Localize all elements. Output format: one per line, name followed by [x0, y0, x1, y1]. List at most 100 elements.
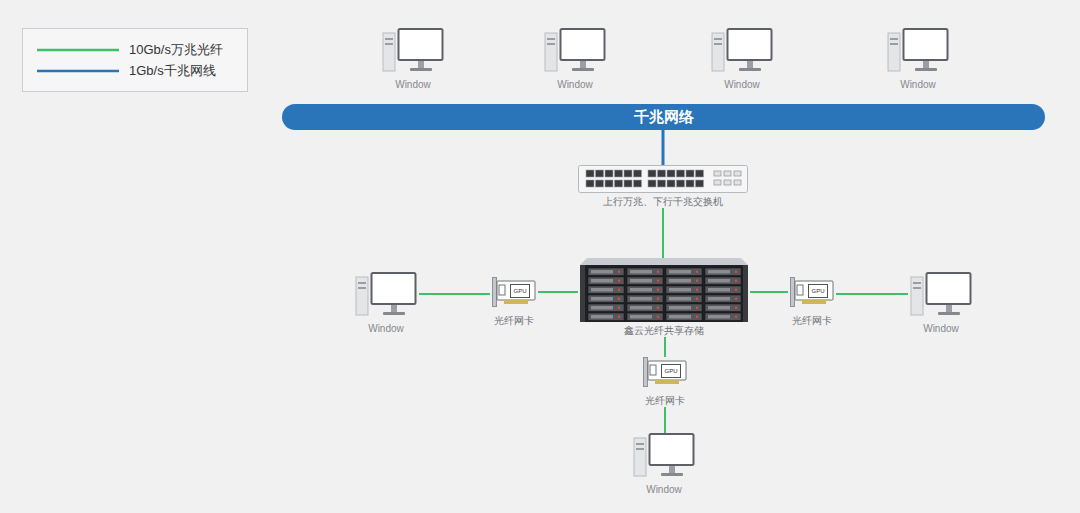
monitor-base: [572, 68, 594, 71]
pc-drive: [547, 38, 555, 40]
drive-bay: [588, 313, 624, 321]
pc-tower: [712, 33, 724, 71]
drive-handle: [591, 297, 613, 301]
fiber-link: [538, 291, 578, 293]
switch-port: [596, 180, 604, 187]
pc-monitor: [927, 273, 971, 304]
pc-drive: [913, 282, 921, 284]
nic-board: [795, 281, 833, 300]
device-label: 光纤网卡: [645, 394, 685, 407]
drive-handle: [630, 297, 652, 301]
device-label: 鑫云光纤共享存储: [624, 324, 704, 337]
chassis-front: [580, 265, 748, 322]
sfp-port: [714, 171, 721, 176]
nic-port: [650, 365, 656, 375]
storage-icon: [580, 258, 748, 322]
device-label: 上行万兆、下行千兆交换机: [603, 195, 723, 208]
drive-led: [657, 298, 659, 300]
pc-drive: [636, 448, 644, 450]
drive-handle: [630, 306, 652, 310]
drive-led: [735, 271, 737, 273]
computer-label: Window: [646, 483, 682, 496]
pc-drive: [636, 443, 644, 445]
drive-bay: [705, 277, 741, 285]
drive-handle: [669, 297, 691, 301]
drive-led: [735, 289, 737, 291]
drive-bay: [666, 277, 702, 285]
drive-handle: [708, 279, 730, 283]
sfp-port: [714, 180, 721, 185]
pc-illustration: [355, 272, 417, 318]
nic-node: GPU光纤网卡: [788, 277, 836, 327]
switch-node: 上行万兆、下行千兆交换机: [576, 165, 750, 208]
pc-illustration: [382, 28, 444, 74]
pc-monitor: [399, 29, 443, 60]
monitor-stand: [391, 305, 397, 312]
legend-text: 1Gb/s千兆网线: [129, 62, 216, 80]
switch-port: [658, 180, 666, 187]
pc-monitor: [561, 29, 605, 60]
nic-port: [797, 285, 803, 295]
nic-fingers: [504, 300, 528, 304]
nic-icon: GPU: [643, 357, 687, 387]
computer-label: Window: [368, 322, 404, 335]
drive-handle: [708, 288, 730, 292]
monitor-base: [383, 312, 405, 315]
nic-fingers: [655, 380, 679, 384]
drive-led: [618, 289, 620, 291]
chassis-ear: [580, 265, 585, 322]
nic-icon: GPU: [492, 277, 536, 307]
drive-led: [618, 271, 620, 273]
nic-node: GPU 光纤网卡: [641, 357, 689, 407]
pc-icon: [544, 28, 606, 74]
drive-bay: [627, 277, 663, 285]
drive-handle: [591, 270, 613, 274]
pc-monitor: [372, 273, 416, 304]
fiber-link: [419, 293, 490, 295]
drive-led: [657, 316, 659, 318]
computer-label: Window: [395, 78, 431, 91]
sfp-port: [734, 180, 741, 185]
fiber-link: [750, 291, 788, 293]
drive-bay: [666, 313, 702, 321]
computer-node: Window: [380, 28, 446, 91]
monitor-base: [739, 68, 761, 71]
monitor-stand: [747, 61, 753, 68]
drive-bay: [666, 295, 702, 303]
legend-swatch: [37, 49, 119, 52]
chassis-top: [580, 258, 748, 265]
nic-chip: [662, 365, 681, 378]
drive-bay: [588, 304, 624, 312]
drive-handle: [669, 279, 691, 283]
switch-port: [677, 180, 685, 187]
drive-handle: [669, 288, 691, 292]
pc-drive: [890, 38, 898, 40]
drive-handle: [708, 315, 730, 319]
drive-handle: [630, 315, 652, 319]
nic-port: [499, 285, 505, 295]
drive-led: [657, 307, 659, 309]
switch-port: [605, 180, 613, 187]
drive-handle: [669, 315, 691, 319]
sfp-port: [734, 171, 741, 176]
drive-led: [618, 298, 620, 300]
computer-label: Window: [724, 78, 760, 91]
pc-drive: [890, 43, 898, 45]
drive-handle: [708, 270, 730, 274]
nic-chip: [809, 285, 828, 298]
computer-node: Window: [353, 272, 419, 335]
switch-port: [634, 180, 642, 187]
pc-illustration: [544, 28, 606, 74]
switch-port: [615, 170, 623, 177]
drive-bay: [588, 268, 624, 276]
drive-handle: [669, 306, 691, 310]
sfp-port: [724, 171, 731, 176]
drive-handle: [669, 270, 691, 274]
device-label: 光纤网卡: [494, 314, 534, 327]
monitor-base: [661, 473, 683, 476]
nic-icon: GPU: [790, 277, 834, 307]
monitor-stand: [923, 61, 929, 68]
drive-bay: [627, 304, 663, 312]
drive-bay: [705, 268, 741, 276]
